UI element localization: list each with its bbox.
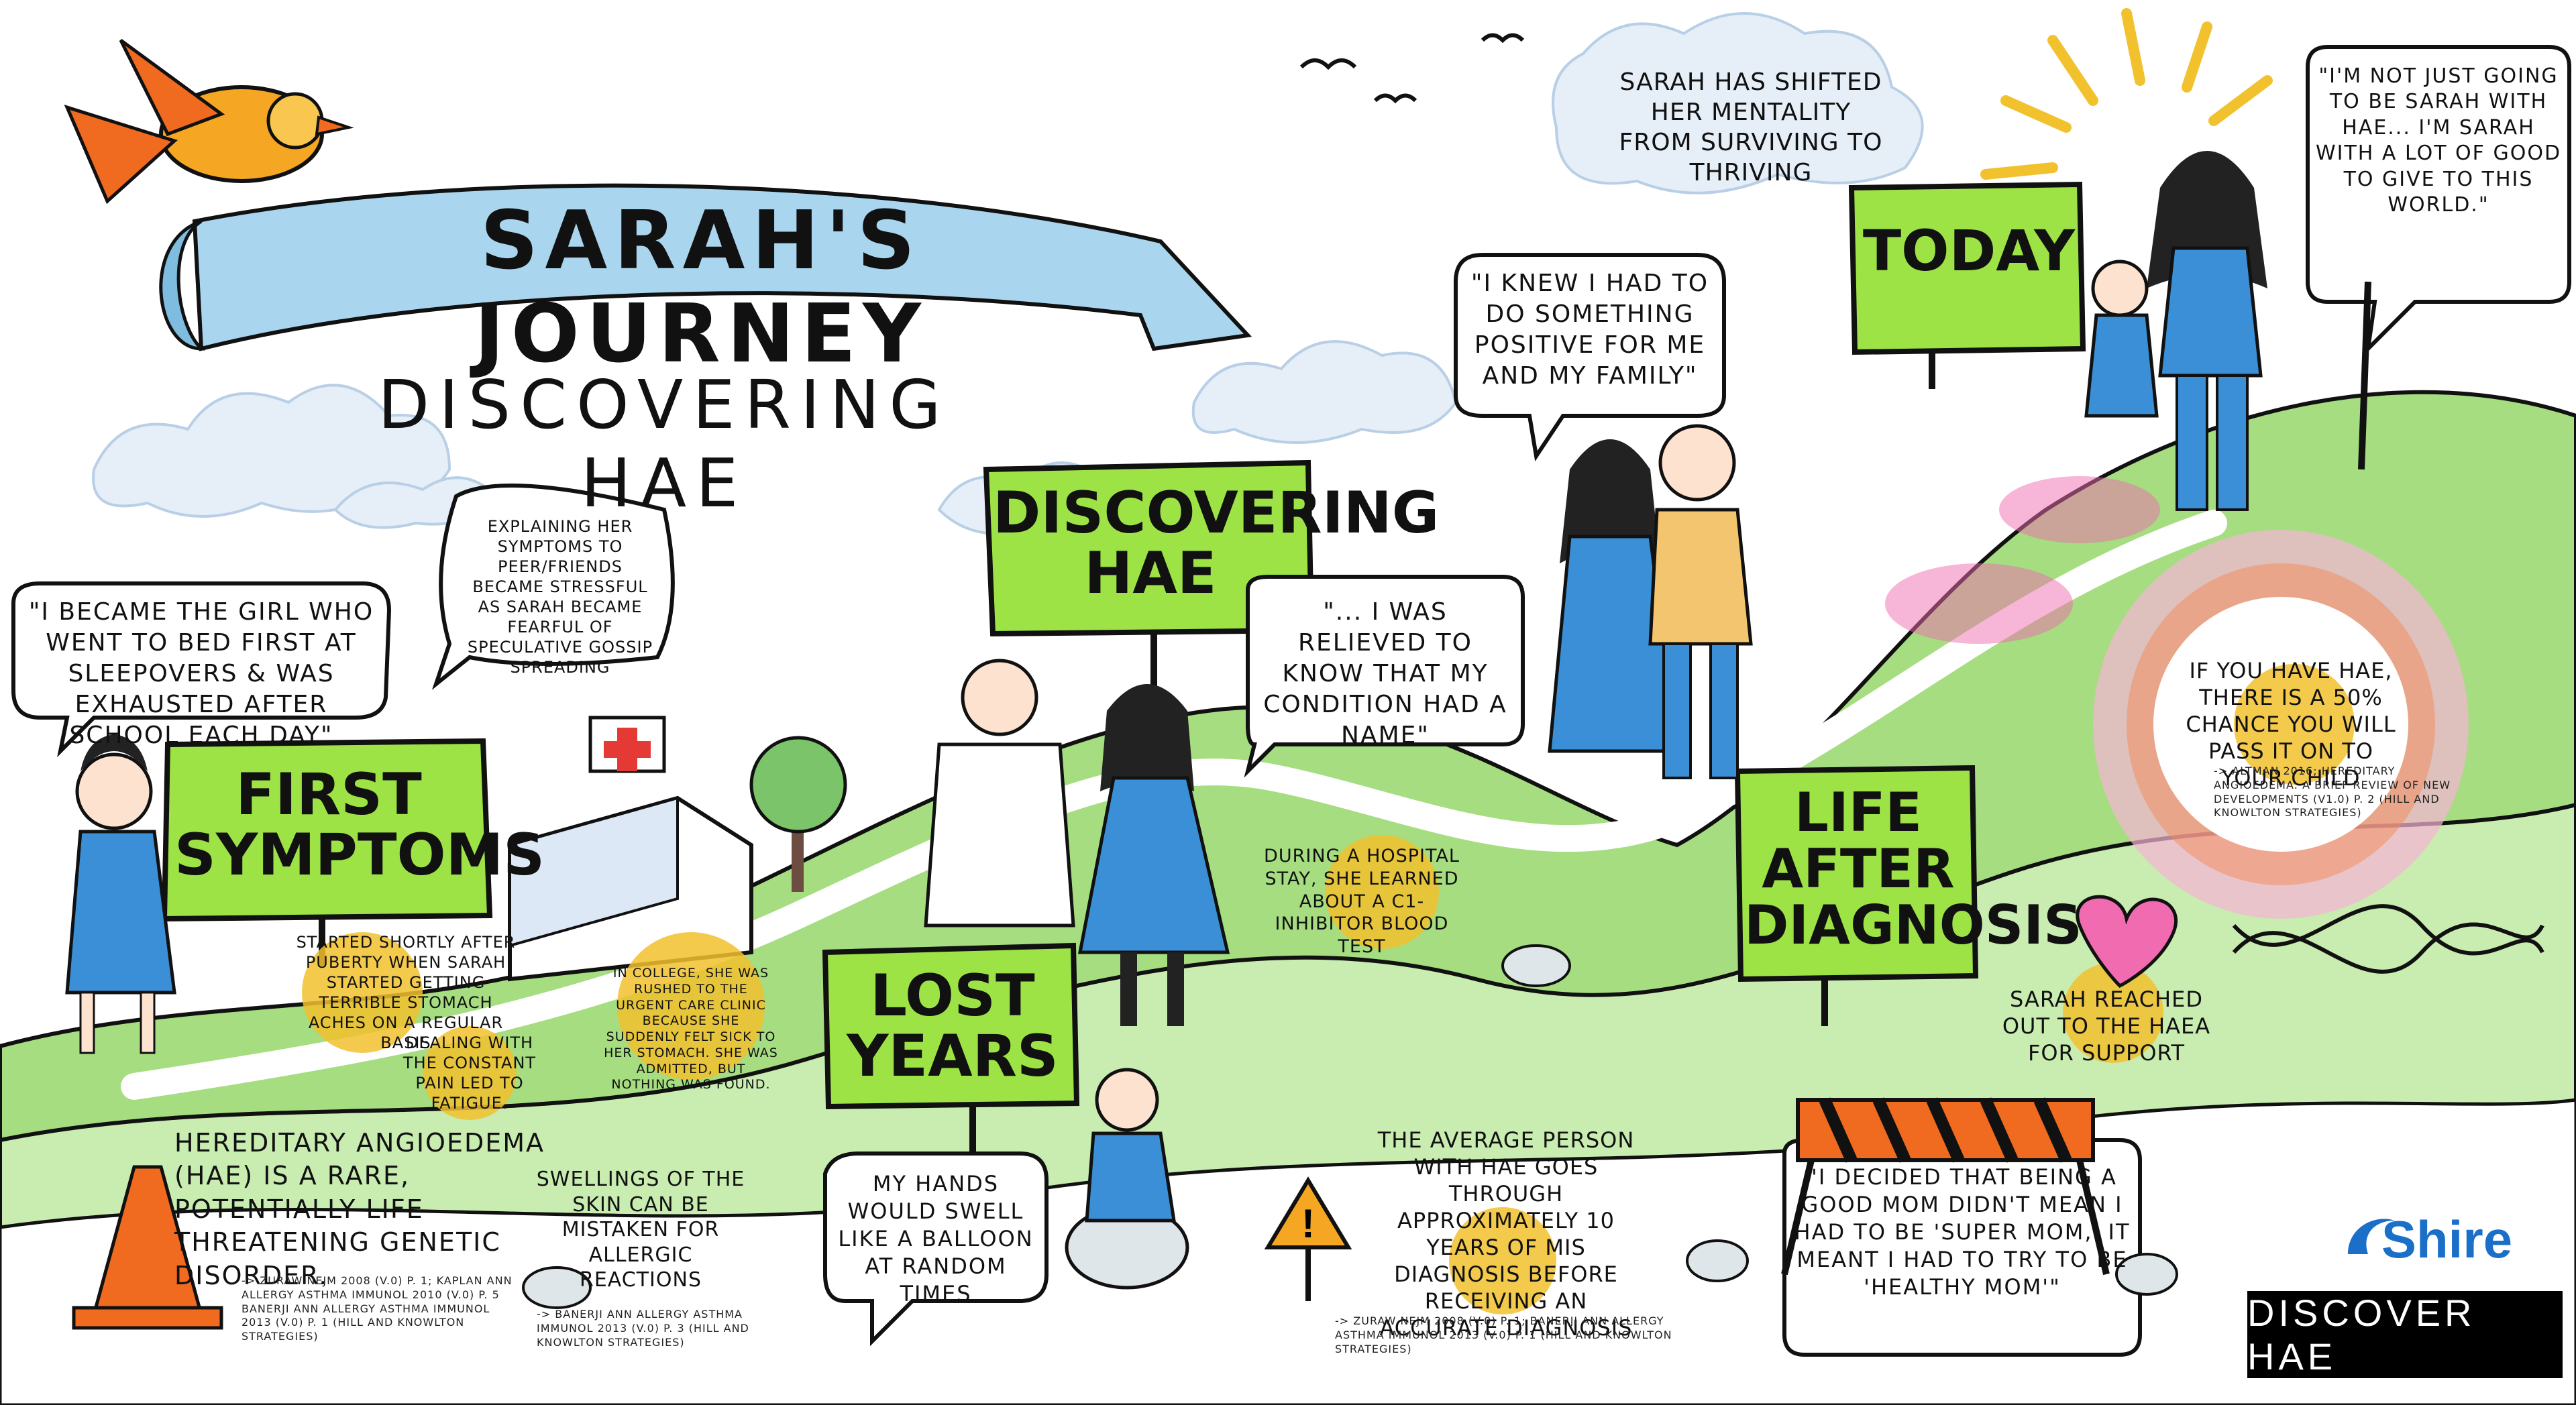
note-puberty: STARTED SHORTLY AFTER PUBERTY WHEN SARAH…	[296, 933, 516, 1052]
discover-hae-logo: DISCOVER HAE	[2247, 1291, 2563, 1378]
quote-positive: "I KNEW I HAD TO DO SOMETHING POSITIVE F…	[1470, 270, 1709, 390]
note-swellings: SWELLINGS OF THE SKIN CAN BE MISTAKEN FO…	[536, 1168, 745, 1292]
sarah-young-figure	[1077, 684, 1230, 1026]
svg-text:!: !	[1301, 1201, 1315, 1246]
doctor-figure	[924, 659, 1075, 928]
reference-4: -> ALTMAN 2016; HEREDITARY ANGIOEDEMA: A…	[2214, 765, 2451, 820]
hospital-icon	[508, 716, 753, 982]
page-subtitle: DISCOVERING HAE	[378, 366, 951, 522]
shire-logo: Shire	[2348, 1210, 2512, 1269]
sign-today: TODAY	[1862, 218, 2076, 284]
note-chance: IF YOU HAVE HAE, THERE IS A 50% CHANCE Y…	[2186, 658, 2396, 791]
couple-figure	[1548, 424, 1753, 779]
note-fatigue: DEALING WITH THE CONSTANT PAIN LED TO FA…	[402, 1033, 537, 1113]
title-ribbon	[159, 183, 1252, 351]
sign-lost-years: LOST YEARS	[847, 962, 1059, 1090]
sarah-child-figure	[65, 734, 176, 1054]
rocks-decor	[522, 944, 2178, 1309]
speech-bubbles	[11, 45, 2571, 1357]
quote-relieved: "... I WAS RELIEVED TO KNOW THAT MY COND…	[1263, 598, 1507, 750]
reference-1: -> ZURAW NEJM 2008 (V.0) P. 1; KAPLAN AN…	[241, 1274, 513, 1343]
reference-2: -> BANERJI ANN ALLERGY ASTHMA IMMUNOL 20…	[537, 1308, 749, 1349]
quote-hands: MY HANDS WOULD SWELL LIKE A BALLOON AT R…	[838, 1171, 1034, 1306]
sign-boards	[161, 181, 2086, 1110]
note-gossip: EXPLAINING HER SYMPTOMS TO PEER/FRIENDS …	[467, 517, 653, 677]
tree-icon	[749, 736, 847, 892]
sign-discovering-hae: DISCOVERING HAE	[993, 480, 1440, 608]
note-thriving: SARAH HAS SHIFTED HER MENTALITY FROM SUR…	[1619, 68, 1883, 186]
sarah-sitting-figure	[1065, 1068, 1189, 1290]
shire-logo-text: Shire	[2381, 1210, 2512, 1269]
traffic-cone-icon	[72, 1165, 223, 1330]
sky-birds-decor	[1299, 33, 1525, 104]
note-ten-years: THE AVERAGE PERSON WITH HAE GOES THROUGH…	[1377, 1127, 1635, 1341]
page-title: SARAH'S JOURNEY	[474, 194, 928, 381]
sign-first-symptoms: FIRST SYMPTOMS	[174, 761, 545, 889]
quote-supermom: "I DECIDED THAT BEING A GOOD MOM DIDN'T …	[1794, 1164, 2131, 1300]
sarah-today-figure	[2084, 151, 2371, 511]
accent-dots	[302, 664, 2355, 1314]
sun-rays-decor	[1980, 8, 2273, 180]
note-hae-rare: HEREDITARY ANGIOEDEMA (HAE) IS A Rare, P…	[174, 1128, 545, 1290]
note-hospital: DURING A HOSPITAL STAY, SHE LEARNED ABOU…	[1264, 846, 1460, 957]
note-haea: SARAH REACHED OUT TO THE HAEA FOR Suppor…	[2002, 987, 2211, 1066]
road-barrier-icon	[1781, 1097, 2110, 1276]
quote-not-just: "I'M NOT JUST GOING TO BE SARAH WITH HAE…	[2315, 64, 2562, 217]
bird-icon	[64, 38, 354, 205]
heart-icon	[2076, 895, 2178, 989]
warning-sign-icon: !	[1264, 1176, 1352, 1301]
quote-girl-bed: "I BECAME THE GIRL WHO WENT TO BED FIRST…	[28, 598, 374, 750]
discover-hae-logo-text: DISCOVER HAE	[2247, 1292, 2476, 1378]
dna-icon	[2232, 904, 2544, 974]
note-college: IN COLLEGE, SHE WAS RUSHED TO THE URGENT…	[604, 966, 778, 1092]
sign-life-after-diagnosis: LIFE AFTER DIAGNOSIS	[1744, 781, 2082, 956]
reference-3: -> ZURAW NEJM 2008 (V.0) P. 1; BANERJI A…	[1335, 1314, 1672, 1355]
